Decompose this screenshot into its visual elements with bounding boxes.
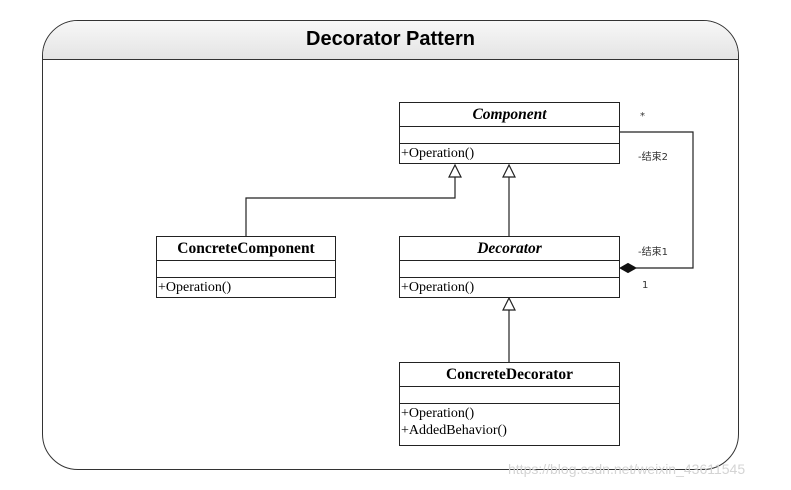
class-concrete-decorator[interactable]: ConcreteDecorator +Operation() +AddedBeh… [399, 362, 620, 446]
end1-multiplicity: 1 [642, 280, 649, 291]
diagram-title: Decorator Pattern [306, 28, 475, 50]
class-decorator[interactable]: Decorator +Operation() [399, 236, 620, 298]
operations-compartment: +Operation() +AddedBehavior() [400, 404, 619, 439]
class-name: Component [400, 103, 619, 127]
class-concrete-component[interactable]: ConcreteComponent +Operation() [156, 236, 336, 298]
operation: +Operation() [401, 406, 475, 421]
class-name: ConcreteDecorator [400, 363, 619, 387]
class-name: ConcreteComponent [157, 237, 335, 261]
attributes-compartment [400, 261, 619, 278]
diagram-frame: Decorator Pattern [42, 20, 739, 470]
class-name: Decorator [400, 237, 619, 261]
operations-compartment: +Operation() [400, 144, 619, 162]
operations-compartment: +Operation() [157, 278, 335, 296]
diagram-header: Decorator Pattern [43, 21, 738, 60]
end2-role: -结束2 [638, 152, 668, 163]
operation: +AddedBehavior() [401, 423, 507, 438]
operation: +Operation() [401, 146, 475, 161]
attributes-compartment [400, 387, 619, 404]
end2-multiplicity: * [640, 111, 645, 122]
operation: +Operation() [158, 280, 232, 295]
attributes-compartment [157, 261, 335, 278]
class-component[interactable]: Component +Operation() [399, 102, 620, 164]
operation: +Operation() [401, 280, 475, 295]
end1-role: -结束1 [638, 247, 668, 258]
watermark: https://blog.csdn.net/weixin_43611545 [508, 461, 746, 477]
operations-compartment: +Operation() [400, 278, 619, 296]
attributes-compartment [400, 127, 619, 144]
